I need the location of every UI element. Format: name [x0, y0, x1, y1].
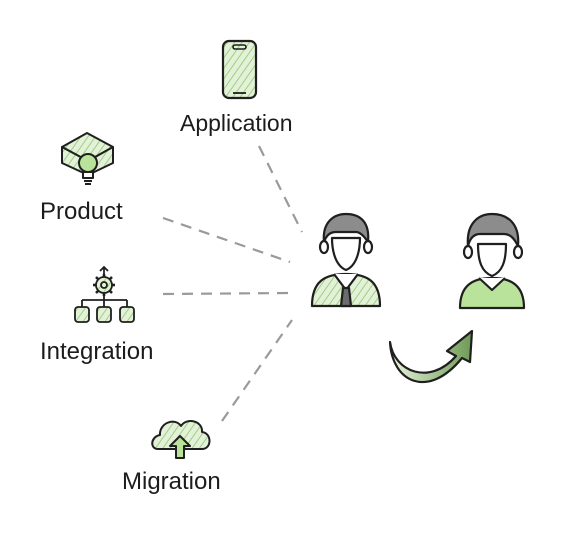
connector-integration	[162, 291, 293, 296]
box-lightbulb-icon	[61, 132, 114, 185]
curved-arrow-icon	[388, 329, 474, 384]
connector-product	[162, 216, 291, 264]
application-label: Application	[180, 110, 293, 136]
person-with-tie-icon	[310, 212, 382, 308]
person-icon	[458, 212, 526, 310]
connector-migration	[221, 319, 293, 422]
phone-icon	[221, 39, 258, 100]
integration-label: Integration	[40, 338, 154, 365]
connector-application	[258, 145, 303, 233]
cloud-upload-icon	[151, 420, 211, 459]
integration-gear-icon	[74, 265, 135, 323]
migration-label: Migration	[122, 468, 221, 495]
connector-lines	[162, 145, 303, 422]
product-label: Product	[40, 198, 123, 225]
